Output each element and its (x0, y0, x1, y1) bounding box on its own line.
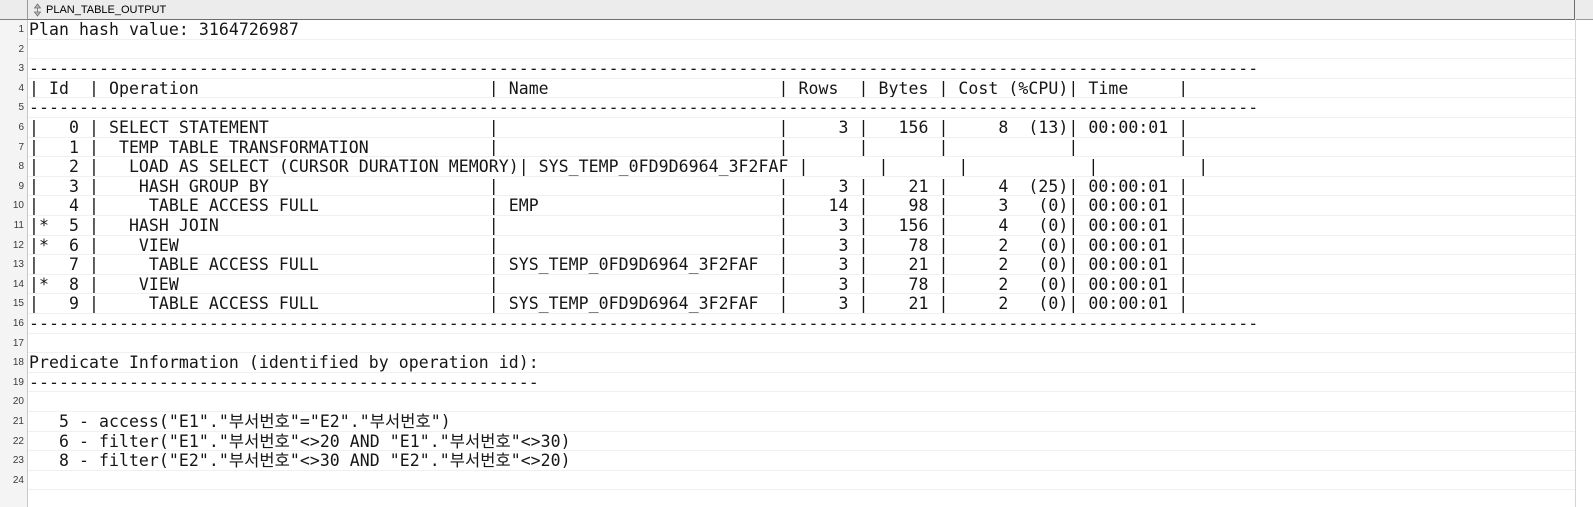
column-header-plan-table-output[interactable]: PLAN_TABLE_OUTPUT (28, 0, 1575, 20)
plan-text-row[interactable]: | 0 | SELECT STATEMENT | | 3 | 156 | 8 (… (28, 118, 1576, 138)
plan-text-row[interactable]: 8 - filter("E2"."부서번호"<>30 AND "E2"."부서번… (28, 451, 1576, 471)
plan-text-row[interactable]: ----------------------------------------… (28, 59, 1576, 79)
line-number: 24 (12, 474, 24, 486)
line-number: 11 (13, 220, 24, 231)
plan-text-line: ----------------------------------------… (29, 59, 1259, 79)
line-number: 3 (18, 63, 24, 75)
plan-text-row[interactable]: | Id | Operation | Name | Rows | Bytes |… (28, 79, 1576, 99)
plan-text-row[interactable] (28, 471, 1576, 491)
plan-text-line: | 9 | TABLE ACCESS FULL | SYS_TEMP_0FD9D… (29, 294, 1189, 314)
plan-text-line: |* 5 | HASH JOIN | | 3 | 156 | 4 (0)| 00… (29, 216, 1189, 235)
plan-text-line: ----------------------------------------… (29, 98, 1259, 118)
line-number: 14 (12, 278, 24, 290)
plan-text-line: | 4 | TABLE ACCESS FULL | EMP | 14 | 98 … (29, 196, 1189, 216)
plan-text-row[interactable]: | 4 | TABLE ACCESS FULL | EMP | 14 | 98 … (28, 196, 1576, 216)
plan-text-row[interactable]: | 2 | LOAD AS SELECT (CURSOR DURATION ME… (28, 157, 1576, 177)
plan-text-rows: Plan hash value: 3164726987 -------------… (28, 20, 1576, 507)
line-number: 9 (18, 180, 24, 192)
plan-text-row[interactable]: | 3 | HASH GROUP BY | | 3 | 21 | 4 (25)|… (28, 177, 1576, 197)
line-number: 15 (12, 298, 24, 310)
line-number: 4 (18, 82, 24, 94)
grid-right-border (1575, 20, 1576, 507)
line-number: 21 (12, 416, 24, 427)
plan-text-row[interactable]: ----------------------------------------… (28, 314, 1576, 334)
column-header-filler (1576, 0, 1593, 20)
plan-text-row[interactable]: 5 - access("E1"."부서번호"="E2"."부서번호") (28, 412, 1576, 432)
line-number: 2 (18, 43, 24, 55)
plan-text-row[interactable]: Predicate Information (identified by ope… (28, 353, 1576, 373)
grid-corner-box[interactable] (0, 0, 28, 20)
line-number: 23 (12, 455, 24, 467)
line-number: 17 (12, 337, 24, 349)
line-number: 6 (18, 122, 24, 133)
plan-text-row[interactable]: Plan hash value: 3164726987 (28, 20, 1576, 40)
plan-text-row[interactable] (28, 40, 1576, 60)
line-number: 12 (12, 239, 24, 251)
plan-text-line: | 7 | TABLE ACCESS FULL | SYS_TEMP_0FD9D… (29, 255, 1189, 275)
line-number: 16 (12, 318, 24, 329)
plan-text-row[interactable] (28, 334, 1576, 354)
plan-text-line: 5 - access("E1"."부서번호"="E2"."부서번호") (29, 412, 451, 431)
plan-text-line: 6 - filter("E1"."부서번호"<>20 AND "E1"."부서번… (29, 431, 571, 451)
plan-text-row[interactable] (28, 392, 1576, 412)
plan-text-row[interactable]: ----------------------------------------… (28, 373, 1576, 393)
plan-text-line: ----------------------------------------… (29, 372, 539, 392)
plan-text-line: | 0 | SELECT STATEMENT | | 3 | 156 | 8 (… (29, 118, 1189, 137)
plan-text-line: Predicate Information (identified by ope… (29, 353, 539, 373)
line-number: 19 (12, 376, 24, 388)
column-header-bar: PLAN_TABLE_OUTPUT (0, 0, 1593, 20)
line-number: 10 (12, 200, 24, 212)
plan-text-row[interactable]: | 7 | TABLE ACCESS FULL | SYS_TEMP_0FD9D… (28, 255, 1576, 275)
plan-text-row[interactable]: |* 6 | VIEW | | 3 | 78 | 2 (0)| 00:00:01… (28, 236, 1576, 256)
plan-text-line: | 2 | LOAD AS SELECT (CURSOR DURATION ME… (29, 157, 1209, 177)
line-number: 22 (12, 435, 24, 447)
plan-text-row[interactable]: 6 - filter("E1"."부서번호"<>20 AND "E1"."부서번… (28, 432, 1576, 452)
plan-text-line: |* 8 | VIEW | | 3 | 78 | 2 (0)| 00:00:01… (29, 274, 1189, 294)
plan-text-line: Plan hash value: 3164726987 (29, 20, 299, 39)
plan-text-line: | 3 | HASH GROUP BY | | 3 | 21 | 4 (25)|… (29, 176, 1189, 196)
sort-updown-icon (33, 2, 42, 17)
line-number: 7 (18, 141, 24, 153)
plan-text-row[interactable]: |* 5 | HASH JOIN | | 3 | 156 | 4 (0)| 00… (28, 216, 1576, 236)
line-number: 8 (18, 161, 24, 173)
plan-text-row[interactable]: | 1 | TEMP TABLE TRANSFORMATION | | | | … (28, 138, 1576, 158)
plan-text-line: | Id | Operation | Name | Rows | Bytes |… (29, 78, 1189, 98)
line-number: 1 (18, 24, 24, 35)
column-header-label: PLAN_TABLE_OUTPUT (46, 3, 167, 16)
right-blank-area (1576, 20, 1593, 507)
line-number: 13 (12, 259, 24, 271)
plan-text-row[interactable]: ----------------------------------------… (28, 98, 1576, 118)
plan-text-row[interactable]: |* 8 | VIEW | | 3 | 78 | 2 (0)| 00:00:01… (28, 275, 1576, 295)
line-number: 5 (18, 102, 24, 114)
plan-text-row[interactable]: | 9 | TABLE ACCESS FULL | SYS_TEMP_0FD9D… (28, 294, 1576, 314)
line-number: 20 (12, 396, 24, 408)
plan-text-line: 8 - filter("E2"."부서번호"<>30 AND "E2"."부서번… (29, 451, 571, 471)
plan-text-line: ----------------------------------------… (29, 314, 1259, 333)
plan-text-line: | 1 | TEMP TABLE TRANSFORMATION | | | | … (29, 137, 1189, 157)
plan-text-line: |* 6 | VIEW | | 3 | 78 | 2 (0)| 00:00:01… (29, 235, 1189, 255)
line-number: 18 (12, 357, 24, 369)
